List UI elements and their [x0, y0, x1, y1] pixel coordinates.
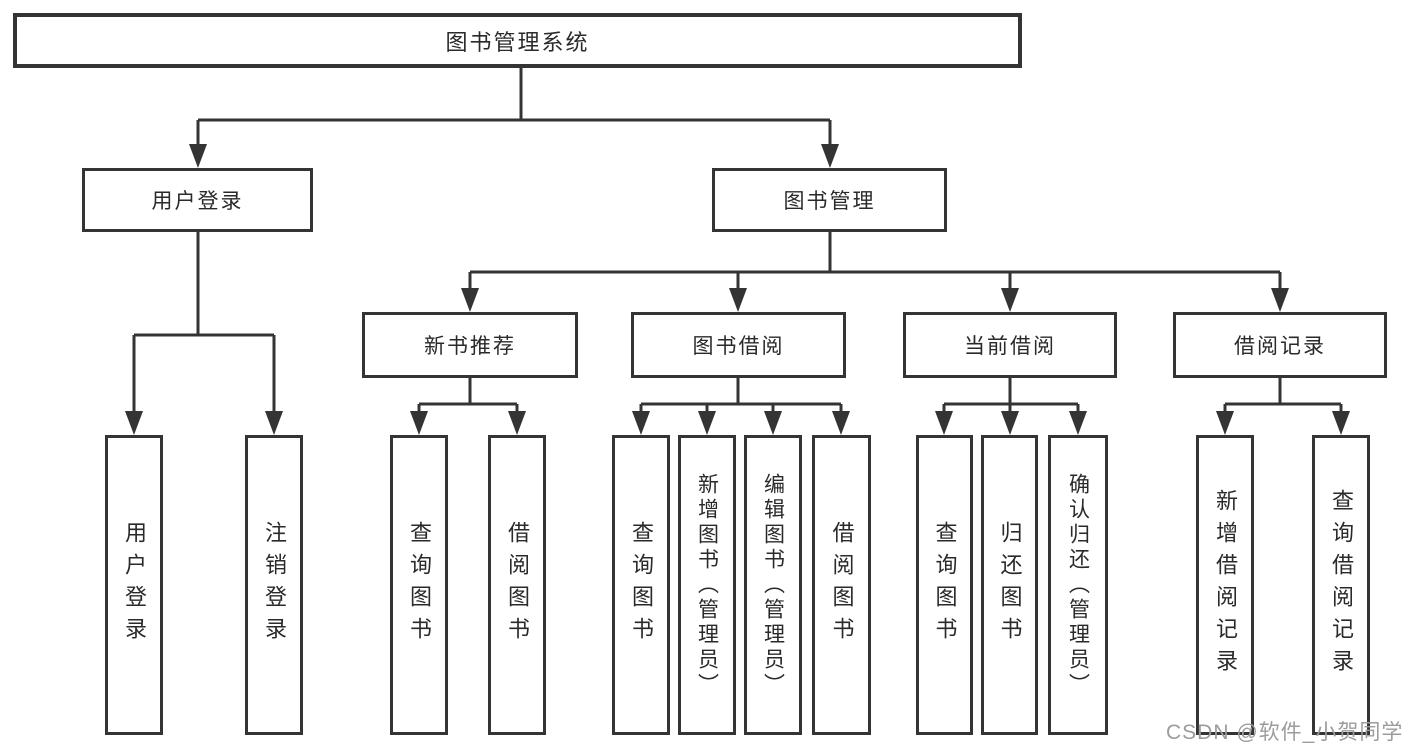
leaf-borrow-books-borrowing: 借阅图书 — [812, 435, 871, 735]
leaf-user-login: 用户登录 — [105, 435, 163, 735]
leaf-return-books: 归还图书 — [981, 435, 1038, 735]
leaf-logout-login: 注销登录 — [245, 435, 303, 735]
node-user-login-branch: 用户登录 — [82, 168, 313, 232]
leaf-query-borrow-record: 查询借阅记录 — [1312, 435, 1370, 735]
leaf-borrow-books-recommend: 借阅图书 — [488, 435, 546, 735]
node-current-borrowing: 当前借阅 — [903, 312, 1117, 378]
leaf-query-books-borrowing: 查询图书 — [612, 435, 670, 735]
leaf-edit-book-admin: 编辑图书（管理员） — [744, 435, 802, 735]
node-new-book-recommend: 新书推荐 — [362, 312, 578, 378]
leaf-query-books-current: 查询图书 — [916, 435, 973, 735]
node-book-borrowing: 图书借阅 — [631, 312, 846, 378]
leaf-add-borrow-record: 新增借阅记录 — [1196, 435, 1254, 735]
leaf-confirm-return-admin: 确认归还（管理员） — [1048, 435, 1108, 735]
leaf-query-books-recommend: 查询图书 — [390, 435, 448, 735]
node-book-management: 图书管理 — [712, 168, 947, 232]
watermark: CSDN @软件_小贺同学 — [1166, 721, 1404, 744]
leaf-add-book-admin: 新增图书（管理员） — [678, 435, 736, 735]
node-library-system: 图书管理系统 — [13, 13, 1022, 68]
node-borrow-records: 借阅记录 — [1173, 312, 1387, 378]
